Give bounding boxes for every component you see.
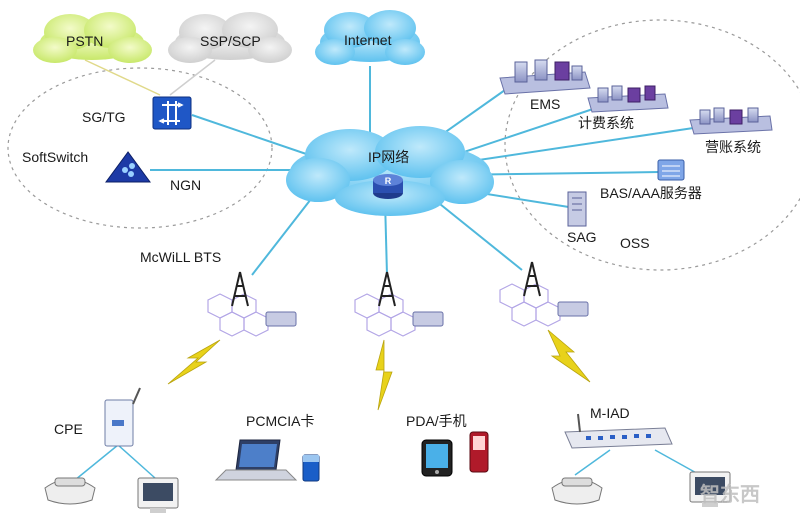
computer-icon: [137, 477, 179, 513]
bas-aaa-label: BAS/AAA服务器: [600, 185, 702, 201]
pstn-cloud: [33, 12, 152, 63]
cpe-device-icon: [104, 387, 141, 447]
ip-network-cloud: [286, 126, 494, 216]
pcmcia-label: PCMCIA卡: [246, 413, 315, 429]
left-control-zone: [7, 67, 273, 229]
laptop-icon: [214, 439, 298, 481]
billing-system-label: 计费系统: [578, 115, 634, 131]
oss-label: OSS: [620, 235, 650, 251]
ssp-scp-label: SSP/SCP: [200, 33, 261, 49]
bts-label: McWiLL BTS: [140, 249, 222, 265]
sg-tg-label: SG/TG: [82, 109, 126, 125]
m-iad-device-icon: [564, 413, 673, 449]
internet-label: Internet: [344, 32, 392, 48]
base-station-icon: [207, 271, 297, 337]
lightning-bolt-icon: [167, 339, 221, 385]
bas-aaa-server-icon: [657, 159, 685, 181]
router-icon: R: [373, 174, 403, 199]
cpe-label: CPE: [54, 421, 83, 437]
pda-icon: [421, 439, 453, 477]
computer-icon: [689, 471, 731, 507]
telephone-icon: [44, 477, 96, 505]
sag-label: SAG: [567, 229, 597, 245]
ngn-label: NGN: [170, 177, 202, 193]
lightning-bolt-icon: [375, 339, 393, 411]
ems-server-icon: [499, 59, 591, 95]
internet-cloud: [315, 10, 425, 65]
telephone-icon: [551, 477, 603, 505]
pcmcia-card-icon: [302, 454, 320, 482]
watermark-logo: 智东西: [700, 482, 760, 506]
business-system-icon: [689, 107, 773, 135]
router-label: R: [385, 176, 392, 186]
mobile-phone-icon: [469, 431, 489, 473]
softswitch-icon: [105, 151, 151, 183]
base-station-icon: [499, 261, 589, 327]
pstn-label: PSTN: [66, 33, 104, 49]
ems-label: EMS: [530, 96, 561, 112]
billing-system-icon: [587, 85, 669, 113]
m-iad-label: M-IAD: [590, 405, 630, 421]
business-system-label: 营账系统: [705, 139, 761, 155]
ip-network-label: IP网络: [368, 149, 410, 165]
softswitch-label: SoftSwitch: [22, 149, 89, 165]
ssp-scp-cloud: [168, 12, 292, 63]
sg-tg-icon: [152, 96, 192, 130]
base-station-icon: [354, 271, 444, 337]
lightning-bolt-icon: [547, 329, 591, 383]
sag-server-icon: [567, 191, 587, 227]
pda-label: PDA/手机: [406, 413, 467, 429]
